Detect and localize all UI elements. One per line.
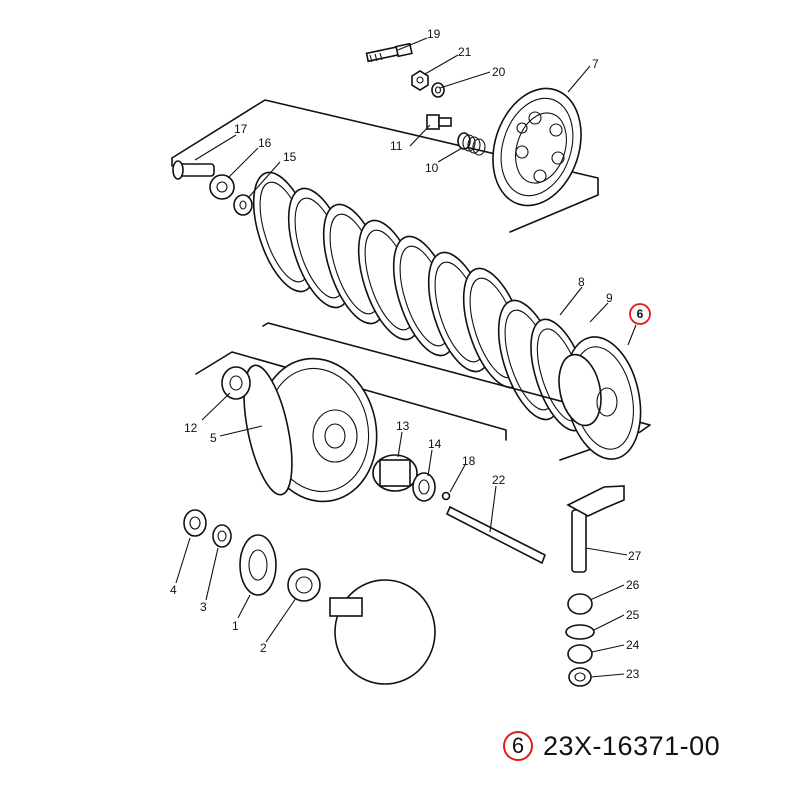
callout-27: 27 (628, 549, 642, 563)
callout-7: 7 (592, 57, 599, 71)
caption-part-number: 23X-16371-00 (543, 730, 721, 761)
callout-21: 21 (458, 45, 472, 59)
callout-24: 24 (626, 638, 640, 652)
callout-2: 2 (260, 641, 267, 655)
callout-8: 8 (578, 275, 585, 289)
pressure-plate-group (171, 42, 599, 233)
callout-16: 16 (258, 136, 272, 150)
callout-14: 14 (428, 437, 442, 451)
clutch-small-parts (372, 454, 547, 565)
leader-lines (175, 37, 637, 678)
callout-labels: 19 21 20 7 11 10 17 16 15 8 9 6 12 5 13 … (170, 27, 651, 681)
callout-17: 17 (234, 122, 248, 136)
callout-13: 13 (396, 419, 410, 433)
callout-11: 11 (390, 139, 403, 153)
callout-6: 6 (637, 307, 644, 321)
callout-4: 4 (170, 583, 177, 597)
callout-18: 18 (462, 454, 476, 468)
callout-10: 10 (425, 161, 439, 175)
callout-20: 20 (492, 65, 506, 79)
callout-23: 23 (626, 667, 640, 681)
callout-3: 3 (200, 600, 207, 614)
callout-25: 25 (626, 608, 640, 622)
part-number-caption: 6 23X-16371-00 (503, 726, 720, 766)
callout-1: 1 (232, 619, 239, 633)
lower-gear-group (183, 509, 436, 685)
caption-callout-number: 6 (503, 731, 533, 761)
callout-5: 5 (210, 431, 217, 445)
callout-12: 12 (184, 421, 198, 435)
callout-6-highlight-ring (629, 303, 651, 325)
callout-26: 26 (626, 578, 640, 592)
callout-19: 19 (427, 27, 441, 41)
release-lever-group (565, 485, 625, 687)
callout-9: 9 (606, 291, 613, 305)
callout-15: 15 (283, 150, 297, 164)
primary-driven-gear (221, 357, 378, 503)
clutch-boss-panel (195, 322, 651, 461)
callout-22: 22 (492, 473, 506, 487)
